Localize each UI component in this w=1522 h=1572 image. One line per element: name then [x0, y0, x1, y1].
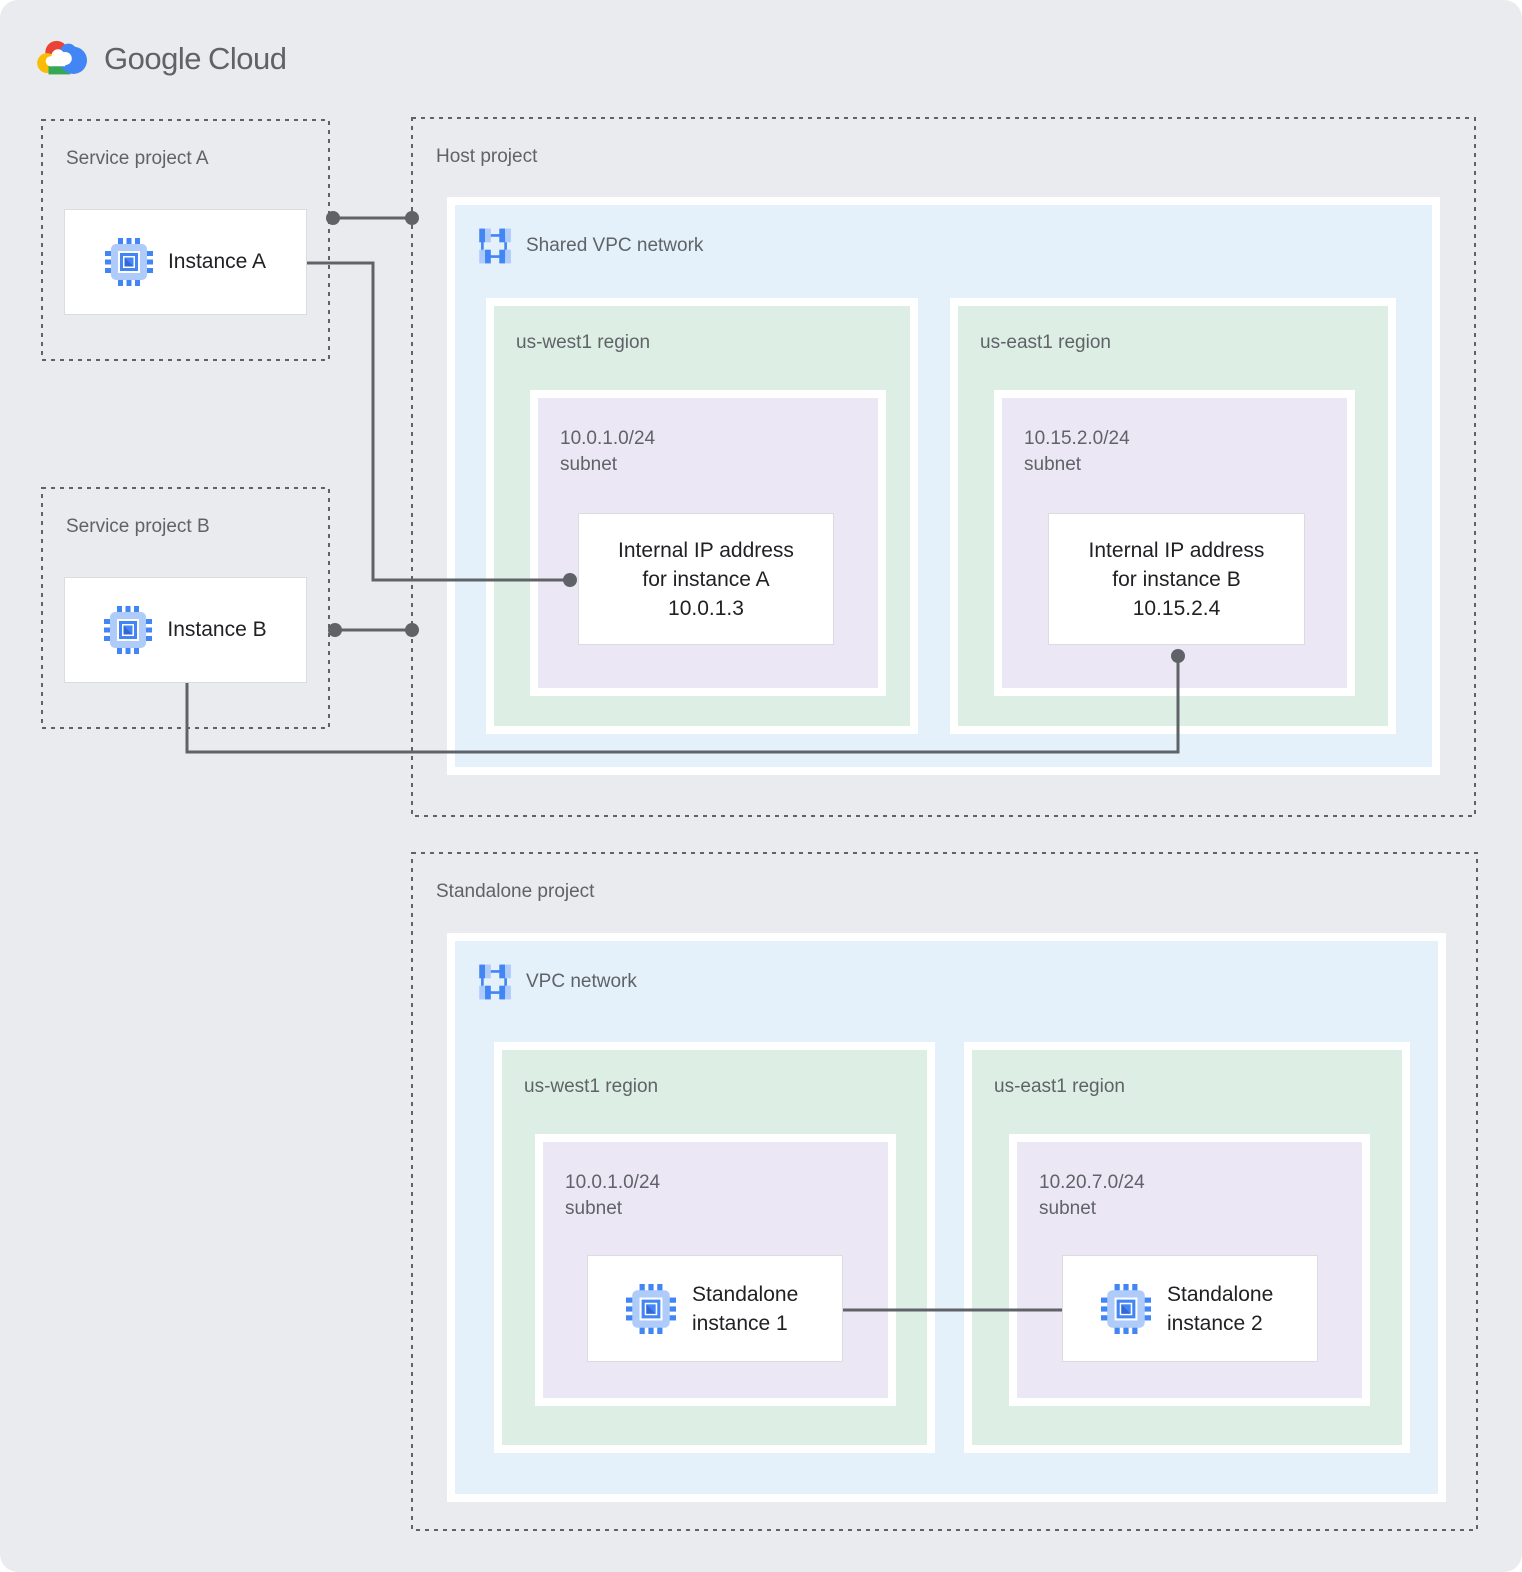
instance-b-label: Instance B — [167, 618, 267, 641]
compute-instance-icon — [104, 238, 153, 286]
standalone-east-subnet-label: 10.20.7.0/24 subnet — [1039, 1170, 1362, 1222]
compute-instance-icon — [1101, 1283, 1151, 1334]
standalone-west-subnet-word: subnet — [565, 1198, 623, 1219]
instance-b-card: Instance B — [64, 577, 307, 683]
standalone-west-subnet-cidr: 10.0.1.0/24 — [565, 1172, 661, 1193]
host-east-subnet-cidr: 10.15.2.0/24 — [1024, 428, 1130, 449]
internal-ip-instance-b-card: Internal IP address for instance B 10.15… — [1048, 513, 1305, 645]
sa1-line2: instance 1 — [692, 1311, 788, 1335]
shared-vpc-network-label: Shared VPC network — [526, 235, 704, 256]
instance-a-label: Instance A — [167, 250, 267, 273]
service-project-a-title: Service project A — [66, 148, 209, 169]
shared-vpc-network-header: Shared VPC network — [475, 227, 1432, 265]
service-project-b-title: Service project B — [66, 516, 210, 537]
standalone-us-west1-region-label: us-west1 region — [524, 1076, 659, 1097]
sa2-line1: Standalone — [1167, 1282, 1274, 1306]
compute-instance-icon — [626, 1283, 676, 1334]
sa1-line1: Standalone — [692, 1282, 799, 1306]
sa2-line2: instance 2 — [1167, 1311, 1263, 1335]
compute-instance-icon — [104, 606, 153, 654]
logo-word-cloud: Cloud — [207, 41, 287, 76]
connector-dot — [328, 623, 342, 637]
vpc-network-icon — [479, 964, 511, 1000]
host-us-west1-region-label: us-west1 region — [516, 332, 651, 353]
ip-a-line3: 10.0.1.3 — [668, 596, 744, 620]
host-west-subnet-label: 10.0.1.0/24 subnet — [560, 426, 878, 478]
host-west-subnet-word: subnet — [560, 454, 618, 475]
vpc-network-header: VPC network — [475, 963, 1438, 1001]
ip-a-line2: for instance A — [642, 567, 770, 591]
host-project-title: Host project — [436, 146, 538, 167]
google-cloud-icon — [37, 40, 88, 75]
ip-b-line1: Internal IP address — [1088, 538, 1265, 562]
internal-ip-instance-a-card: Internal IP address for instance A 10.0.… — [578, 513, 834, 645]
standalone-west-subnet-label: 10.0.1.0/24 subnet — [565, 1170, 888, 1222]
ip-b-line3: 10.15.2.4 — [1132, 596, 1221, 620]
vpc-network-icon — [479, 228, 511, 264]
standalone-instance-1-label: Standalone instance 1 — [692, 1280, 798, 1338]
host-west-subnet-cidr: 10.0.1.0/24 — [560, 428, 656, 449]
standalone-us-east1-region-label: us-east1 region — [994, 1076, 1125, 1097]
host-east-subnet-word: subnet — [1024, 454, 1082, 475]
standalone-instance-1-card: Standalone instance 1 — [587, 1255, 843, 1362]
ip-a-line1: Internal IP address — [618, 538, 794, 562]
standalone-project-title: Standalone project — [436, 881, 595, 902]
standalone-instance-2-label: Standalone instance 2 — [1167, 1280, 1273, 1338]
standalone-east-subnet-word: subnet — [1039, 1198, 1097, 1219]
host-east-subnet-label: 10.15.2.0/24 subnet — [1024, 426, 1347, 478]
standalone-east-subnet-cidr: 10.20.7.0/24 — [1039, 1172, 1145, 1193]
host-us-east1-region-label: us-east1 region — [980, 332, 1111, 353]
ip-b-line2: for instance B — [1112, 567, 1241, 591]
logo-word-google: Google — [104, 41, 201, 76]
instance-a-card: Instance A — [64, 209, 307, 315]
standalone-instance-2-card: Standalone instance 2 — [1062, 1255, 1318, 1362]
vpc-network-label: VPC network — [526, 971, 637, 992]
